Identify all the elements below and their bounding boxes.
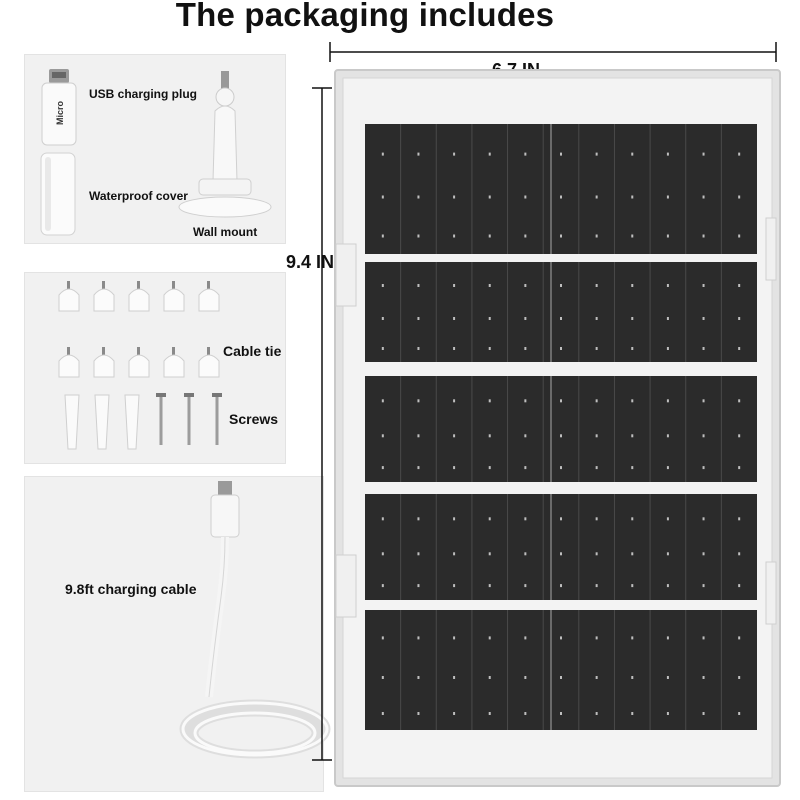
cable-ties-icon: [58, 281, 222, 450]
usb-plug-icon: Micro: [41, 69, 77, 146]
height-dimension-label: 9.4 IN: [286, 252, 335, 272]
charging-cable-label: 9.8ft charging cable: [65, 581, 197, 597]
plug-micro-text: Micro: [55, 100, 65, 125]
wall-mount-label: Wall mount: [193, 225, 258, 239]
accessory-box-mount: Micro USB charging plug Waterproof cover…: [24, 54, 286, 244]
cable-tie-label: Cable tie: [223, 343, 282, 359]
accessory-box-cable: 9.8ft charging cable: [24, 476, 331, 792]
usb-plug-label: USB charging plug: [89, 87, 197, 101]
charging-cable-icon: [179, 481, 331, 759]
waterproof-cover-icon: [40, 152, 76, 236]
wall-mount-icon: [178, 71, 272, 218]
screws-label: Screws: [229, 411, 279, 427]
waterproof-cover-label: Waterproof cover: [89, 189, 188, 203]
accessory-box-hardware: Cable tie Screws: [24, 272, 286, 464]
page-title: The packaging includes: [175, 0, 555, 33]
